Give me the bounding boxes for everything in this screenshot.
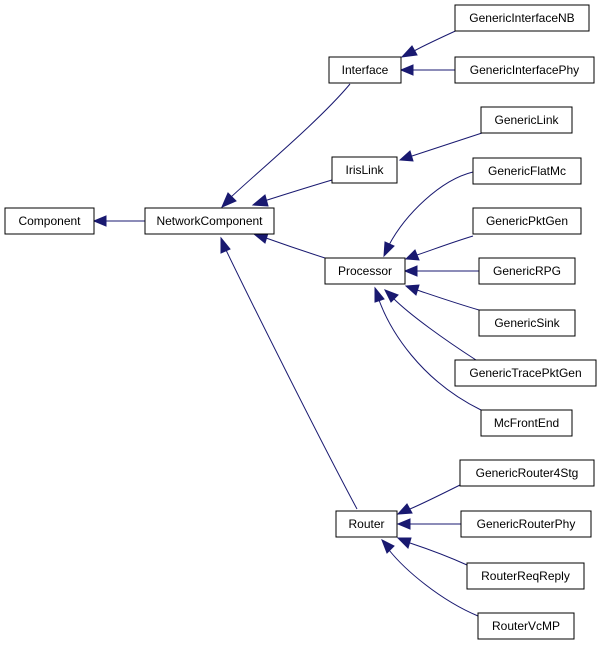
edge-arrowhead — [396, 518, 411, 530]
edge-arrowhead — [396, 503, 413, 515]
nodes-layer: Component NetworkComponent Interface Iri… — [4, 4, 597, 640]
edge-arrowhead — [400, 45, 418, 58]
edge-processor-networkcomponent — [265, 237, 326, 259]
edge-arrowhead — [398, 150, 414, 162]
node-processor[interactable]: Processor — [324, 257, 406, 285]
node-label: GenericRouter4Stg — [476, 466, 579, 480]
node-label: RouterVcMP — [492, 619, 560, 633]
node-generic-router-phy[interactable]: GenericRouterPhy — [460, 510, 592, 538]
edge-arrowhead — [404, 284, 420, 296]
node-generic-sink[interactable]: GenericSink — [478, 309, 576, 337]
edge-genericpktgen-processor — [416, 235, 474, 256]
node-label: RouterReqReply — [481, 569, 570, 583]
node-iris-link[interactable]: IrisLink — [331, 156, 398, 184]
edge-arrowhead — [404, 249, 420, 261]
edge-arrowhead — [396, 537, 412, 549]
node-router[interactable]: Router — [335, 510, 398, 538]
node-generic-interface-phy[interactable]: GenericInterfacePhy — [454, 56, 595, 84]
edge-arrowhead — [399, 64, 414, 76]
node-label: GenericRPG — [493, 264, 561, 278]
node-label: GenericLink — [494, 113, 559, 127]
node-router-req-reply[interactable]: RouterReqReply — [466, 562, 585, 590]
edge-genericrouter4stg-router — [409, 484, 461, 510]
node-label: NetworkComponent — [156, 214, 263, 228]
node-label: McFrontEnd — [494, 416, 559, 430]
edge-arrowhead — [403, 265, 418, 277]
node-label: Router — [348, 517, 384, 531]
edge-arrowhead — [251, 194, 269, 207]
node-label: IrisLink — [345, 163, 384, 177]
edge-mcfrontend-processor — [378, 299, 482, 411]
node-label: GenericInterfaceNB — [469, 11, 574, 25]
edge-arrowhead — [383, 241, 395, 258]
edge-arrowhead — [92, 215, 107, 227]
node-network-component[interactable]: NetworkComponent — [144, 207, 275, 235]
edge-genericflatmc-processor — [388, 171, 474, 246]
edge-arrowhead — [374, 286, 385, 303]
node-generic-flat-mc[interactable]: GenericFlatMc — [472, 157, 582, 185]
node-router-vc-mp[interactable]: RouterVcMP — [477, 612, 575, 640]
node-label: GenericSink — [494, 316, 560, 330]
edge-arrowhead — [220, 236, 231, 254]
node-label: GenericInterfacePhy — [470, 63, 579, 77]
node-label: GenericPktGen — [486, 214, 568, 228]
edge-routerreqreply-router — [409, 542, 468, 566]
edge-irislink-networkcomponent — [263, 179, 333, 202]
node-mc-front-end[interactable]: McFrontEnd — [480, 409, 573, 437]
edge-generictracepktgen-processor — [392, 297, 477, 361]
node-label: GenericTracePktGen — [469, 366, 581, 380]
edge-router-networkcomponent — [225, 249, 358, 510]
edge-interface-networkcomponent — [229, 83, 351, 199]
edge-routervcmp-router — [388, 549, 479, 617]
node-label: GenericRouterPhy — [477, 517, 576, 531]
node-label: Processor — [338, 264, 392, 278]
edge-genericsink-processor — [416, 289, 480, 311]
node-generic-rpg[interactable]: GenericRPG — [478, 257, 576, 285]
node-generic-pkt-gen[interactable]: GenericPktGen — [472, 207, 582, 235]
edge-arrowhead — [383, 289, 399, 303]
node-interface[interactable]: Interface — [328, 56, 402, 84]
node-label: GenericFlatMc — [488, 164, 566, 178]
node-generic-trace-pkt-gen[interactable]: GenericTracePktGen — [454, 359, 597, 387]
node-label: Component — [18, 214, 81, 228]
edge-arrowhead — [221, 192, 237, 208]
node-generic-link[interactable]: GenericLink — [480, 106, 573, 134]
node-generic-router-4stg[interactable]: GenericRouter4Stg — [459, 459, 595, 487]
edges-layer — [92, 27, 483, 617]
edge-arrowhead — [381, 538, 395, 554]
node-label: Interface — [342, 63, 389, 77]
node-component[interactable]: Component — [4, 207, 95, 235]
edge-genericlink-irislink — [411, 132, 483, 157]
node-generic-interface-nb[interactable]: GenericInterfaceNB — [454, 4, 590, 32]
